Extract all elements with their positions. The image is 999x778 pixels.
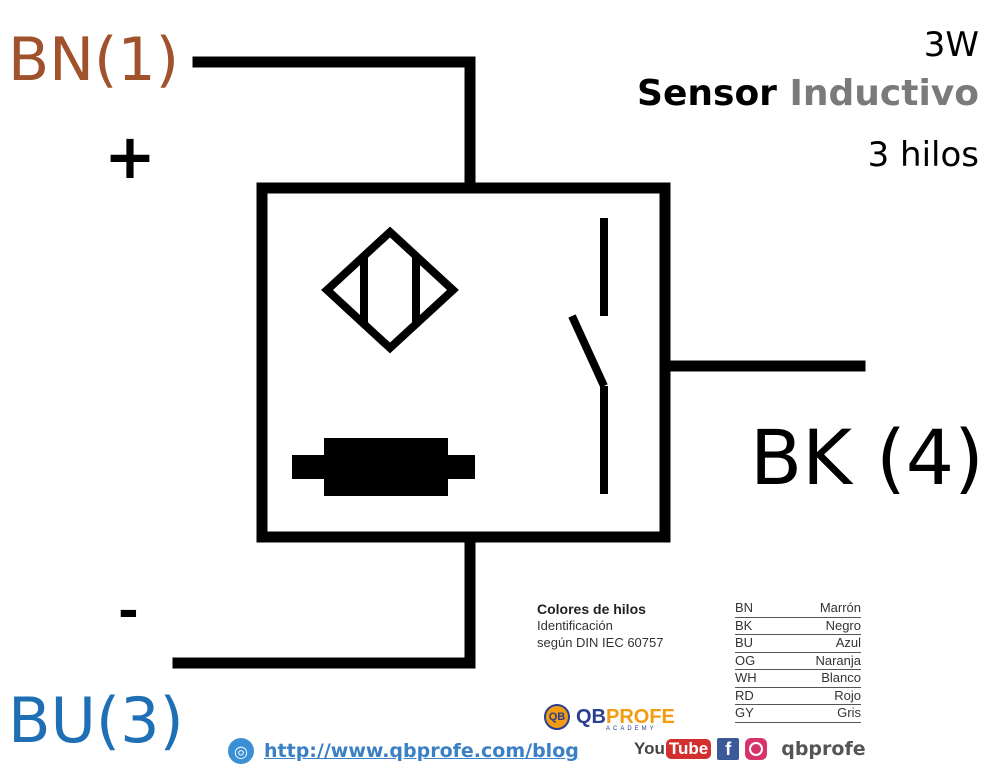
color-name: Naranja	[815, 652, 861, 668]
logo-academy-text: ACADEMY	[606, 726, 657, 732]
youtube-you-text: You	[634, 739, 665, 758]
color-code: RD	[735, 687, 754, 703]
color-code: OG	[735, 652, 756, 668]
color-name: Azul	[835, 635, 861, 650]
footer-link[interactable]: ◎ http://www.qbprofe.com/blog	[228, 738, 579, 764]
legend-title: Colores de hilos	[537, 601, 646, 617]
table-row: RD Rojo	[735, 687, 861, 705]
logo-accent-text: PROFE	[606, 706, 675, 728]
page-title: Sensor Inductivo	[637, 76, 979, 112]
facebook-icon[interactable]: f	[717, 738, 740, 760]
color-code: GY	[735, 705, 754, 720]
table-row: OG Naranja	[735, 652, 861, 670]
color-code: BN	[735, 600, 754, 615]
table-row: WH Blanco	[735, 670, 861, 688]
color-name: Negro	[825, 617, 861, 633]
color-name: Gris	[837, 705, 861, 720]
logo-wordmark: QBPROFE	[576, 707, 675, 727]
brown-wire-line	[192, 56, 476, 190]
positive-terminal-label: +	[104, 120, 156, 193]
globe-icon: ◎	[228, 738, 254, 764]
amplifier-symbol-bar	[292, 455, 475, 479]
color-code: BU	[735, 635, 754, 650]
blue-wire-line	[172, 536, 476, 669]
black-wire-label: BK (4)	[750, 413, 984, 502]
color-name: Rojo	[834, 687, 861, 703]
blue-wire-label: BU(3)	[8, 684, 184, 757]
legend-line-standard: según DIN IEC 60757	[537, 635, 664, 650]
brown-wire-label: BN(1)	[8, 25, 180, 95]
negative-terminal-label: -	[118, 582, 139, 640]
legend-line-identification: Identificación	[537, 618, 613, 633]
instagram-icon[interactable]	[745, 738, 768, 760]
title-gray-word: Inductivo	[789, 73, 979, 114]
blog-url-link[interactable]: http://www.qbprofe.com/blog	[264, 740, 579, 762]
social-handle: qbprofe	[781, 738, 866, 760]
inductive-coil-symbol	[321, 226, 459, 354]
color-name: Marrón	[819, 600, 861, 615]
switch-blade	[568, 314, 608, 388]
page-subtitle: 3 hilos	[867, 135, 979, 175]
sensor-type-code: 3W	[923, 25, 979, 65]
color-name: Blanco	[821, 670, 861, 685]
wire-color-table: BN Marrón BK Negro BU Azul OG Naranja WH Blan…	[735, 600, 861, 723]
table-row: BN Marrón	[735, 600, 861, 618]
logo-main-text: QB	[576, 706, 606, 728]
color-code: BK	[735, 617, 753, 633]
qbprofe-logo: QB QBPROFE	[544, 704, 675, 730]
table-row: BU Azul	[735, 635, 861, 653]
youtube-tube-text: Tube	[665, 739, 712, 759]
title-bold-word: Sensor	[637, 73, 777, 114]
qbprofe-badge-icon: QB	[544, 704, 570, 730]
table-row: GY Gris	[735, 705, 861, 723]
table-row: BK Negro	[735, 617, 861, 635]
color-code: WH	[735, 670, 757, 685]
